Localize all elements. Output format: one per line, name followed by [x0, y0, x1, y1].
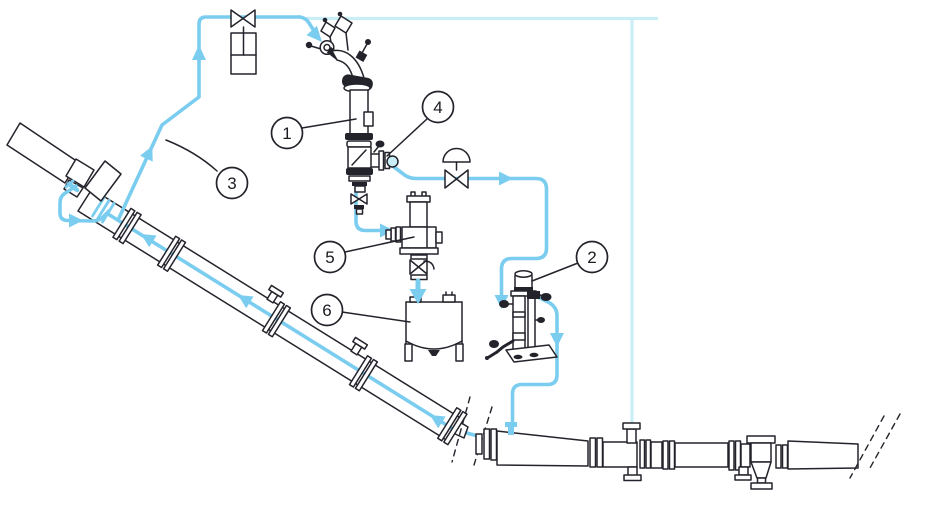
flange-ring [345, 133, 373, 140]
flow-arrow-icon [430, 415, 446, 429]
callout-number: 2 [587, 248, 596, 267]
callout-leader [386, 117, 429, 157]
callout-3: 3 [165, 139, 249, 200]
valve-icon [242, 9, 256, 28]
callout-number: 3 [227, 174, 236, 193]
line-reducer-to-tank [409, 278, 427, 304]
machine-hose-loop [58, 179, 111, 228]
flange-coupling [348, 355, 379, 392]
flange-coupling [156, 235, 187, 272]
valve-lever [423, 260, 435, 270]
regulator-body [401, 226, 437, 249]
base-flange [399, 247, 439, 255]
pipe-nozzle [626, 428, 637, 444]
callout-leader [165, 139, 218, 172]
flange-coupling [261, 301, 292, 338]
tank-lid-fitting [442, 294, 456, 303]
valve-icon [350, 193, 360, 205]
flow-arrow-icon [306, 25, 322, 42]
support-column [527, 297, 536, 349]
tank-leg [404, 343, 413, 362]
pipe-break-mark [849, 415, 885, 479]
actuated-valve [442, 147, 471, 189]
relief-valve-and-canister [230, 9, 257, 75]
pipe-end-stub [475, 433, 483, 455]
flow-arrow-icon [192, 45, 206, 60]
callout-leader [344, 236, 415, 253]
callout-2: 2 [531, 240, 609, 282]
secondary-flow-line [305, 16, 658, 424]
callout-6: 6 [310, 293, 411, 327]
horizontal-pipeline [475, 413, 901, 490]
line-pump2-discharge [510, 294, 564, 423]
pipe-break-mark [473, 406, 493, 466]
callout-number: 6 [322, 301, 331, 320]
valve-icon [409, 259, 420, 275]
flow-arrow-icon [238, 295, 254, 309]
water-inlet-nozzle [505, 422, 517, 435]
shutoff-valve-port-item4 [386, 155, 399, 168]
handwheel-icon [537, 317, 545, 323]
vertical-pump-unit-item2 [485, 270, 558, 363]
callout-circle [313, 240, 347, 274]
flange-ring [346, 168, 373, 175]
callout-leader [341, 311, 411, 323]
collection-tank-item6 [404, 291, 464, 362]
ball-fitting-icon [305, 41, 313, 49]
callout-leader [531, 262, 579, 282]
valve-icon [230, 9, 244, 28]
flange-coupling [112, 207, 142, 245]
callout-circle [421, 90, 455, 124]
pipe-nozzle [266, 284, 285, 304]
tank-drain [428, 350, 440, 356]
flow-arrow-icon [409, 289, 427, 304]
pipe-break-mark [451, 396, 471, 463]
lever-handle-icon [320, 21, 336, 38]
flow-arrow-icon [140, 146, 153, 162]
tank-leg [455, 343, 464, 362]
callout-4: 4 [386, 90, 455, 157]
mounting-bracket [363, 111, 374, 127]
handwheel-icon [375, 140, 385, 148]
pipe-break-mark [869, 413, 901, 469]
tank-bottom [405, 340, 463, 350]
callout-circle [575, 240, 609, 274]
pipeline-couplings [91, 196, 493, 466]
callout-number: 4 [433, 98, 442, 117]
callout-leader [301, 118, 357, 129]
diaphragm-actuator-icon [442, 147, 471, 163]
large-machine-unit [6, 122, 122, 202]
regulator-cylinder [409, 201, 428, 228]
strainer-funnel-vessel [746, 435, 776, 490]
inlet-stub [385, 229, 392, 240]
callout-circle [270, 116, 304, 150]
callout-number: 1 [282, 124, 291, 143]
flow-arrow-icon [69, 213, 83, 228]
handwheel-icon [540, 293, 552, 301]
flow-arrow-icon [141, 234, 157, 248]
pump-barrel [512, 295, 526, 351]
handwheel-icon [489, 340, 499, 348]
pipe-nozzle [738, 466, 749, 476]
callout-circle [310, 293, 344, 327]
valve-icon [417, 259, 428, 275]
pipe-nozzle [350, 336, 369, 356]
callout-circle [215, 166, 249, 200]
reducer-valve-unit-item5 [385, 191, 443, 281]
callout-number: 5 [325, 248, 334, 267]
valve-icon [455, 169, 469, 189]
flow-arrow-icon [550, 333, 564, 347]
flow-arrow-icon [499, 171, 513, 186]
valve-icon [444, 169, 458, 189]
callout-5: 5 [313, 236, 415, 274]
valve-icon [358, 193, 368, 205]
vertical-pump-assembly-item1 [305, 11, 399, 215]
supply-flow-line [117, 15, 322, 220]
handwheel-icon [499, 300, 509, 308]
callout-1: 1 [270, 116, 357, 150]
